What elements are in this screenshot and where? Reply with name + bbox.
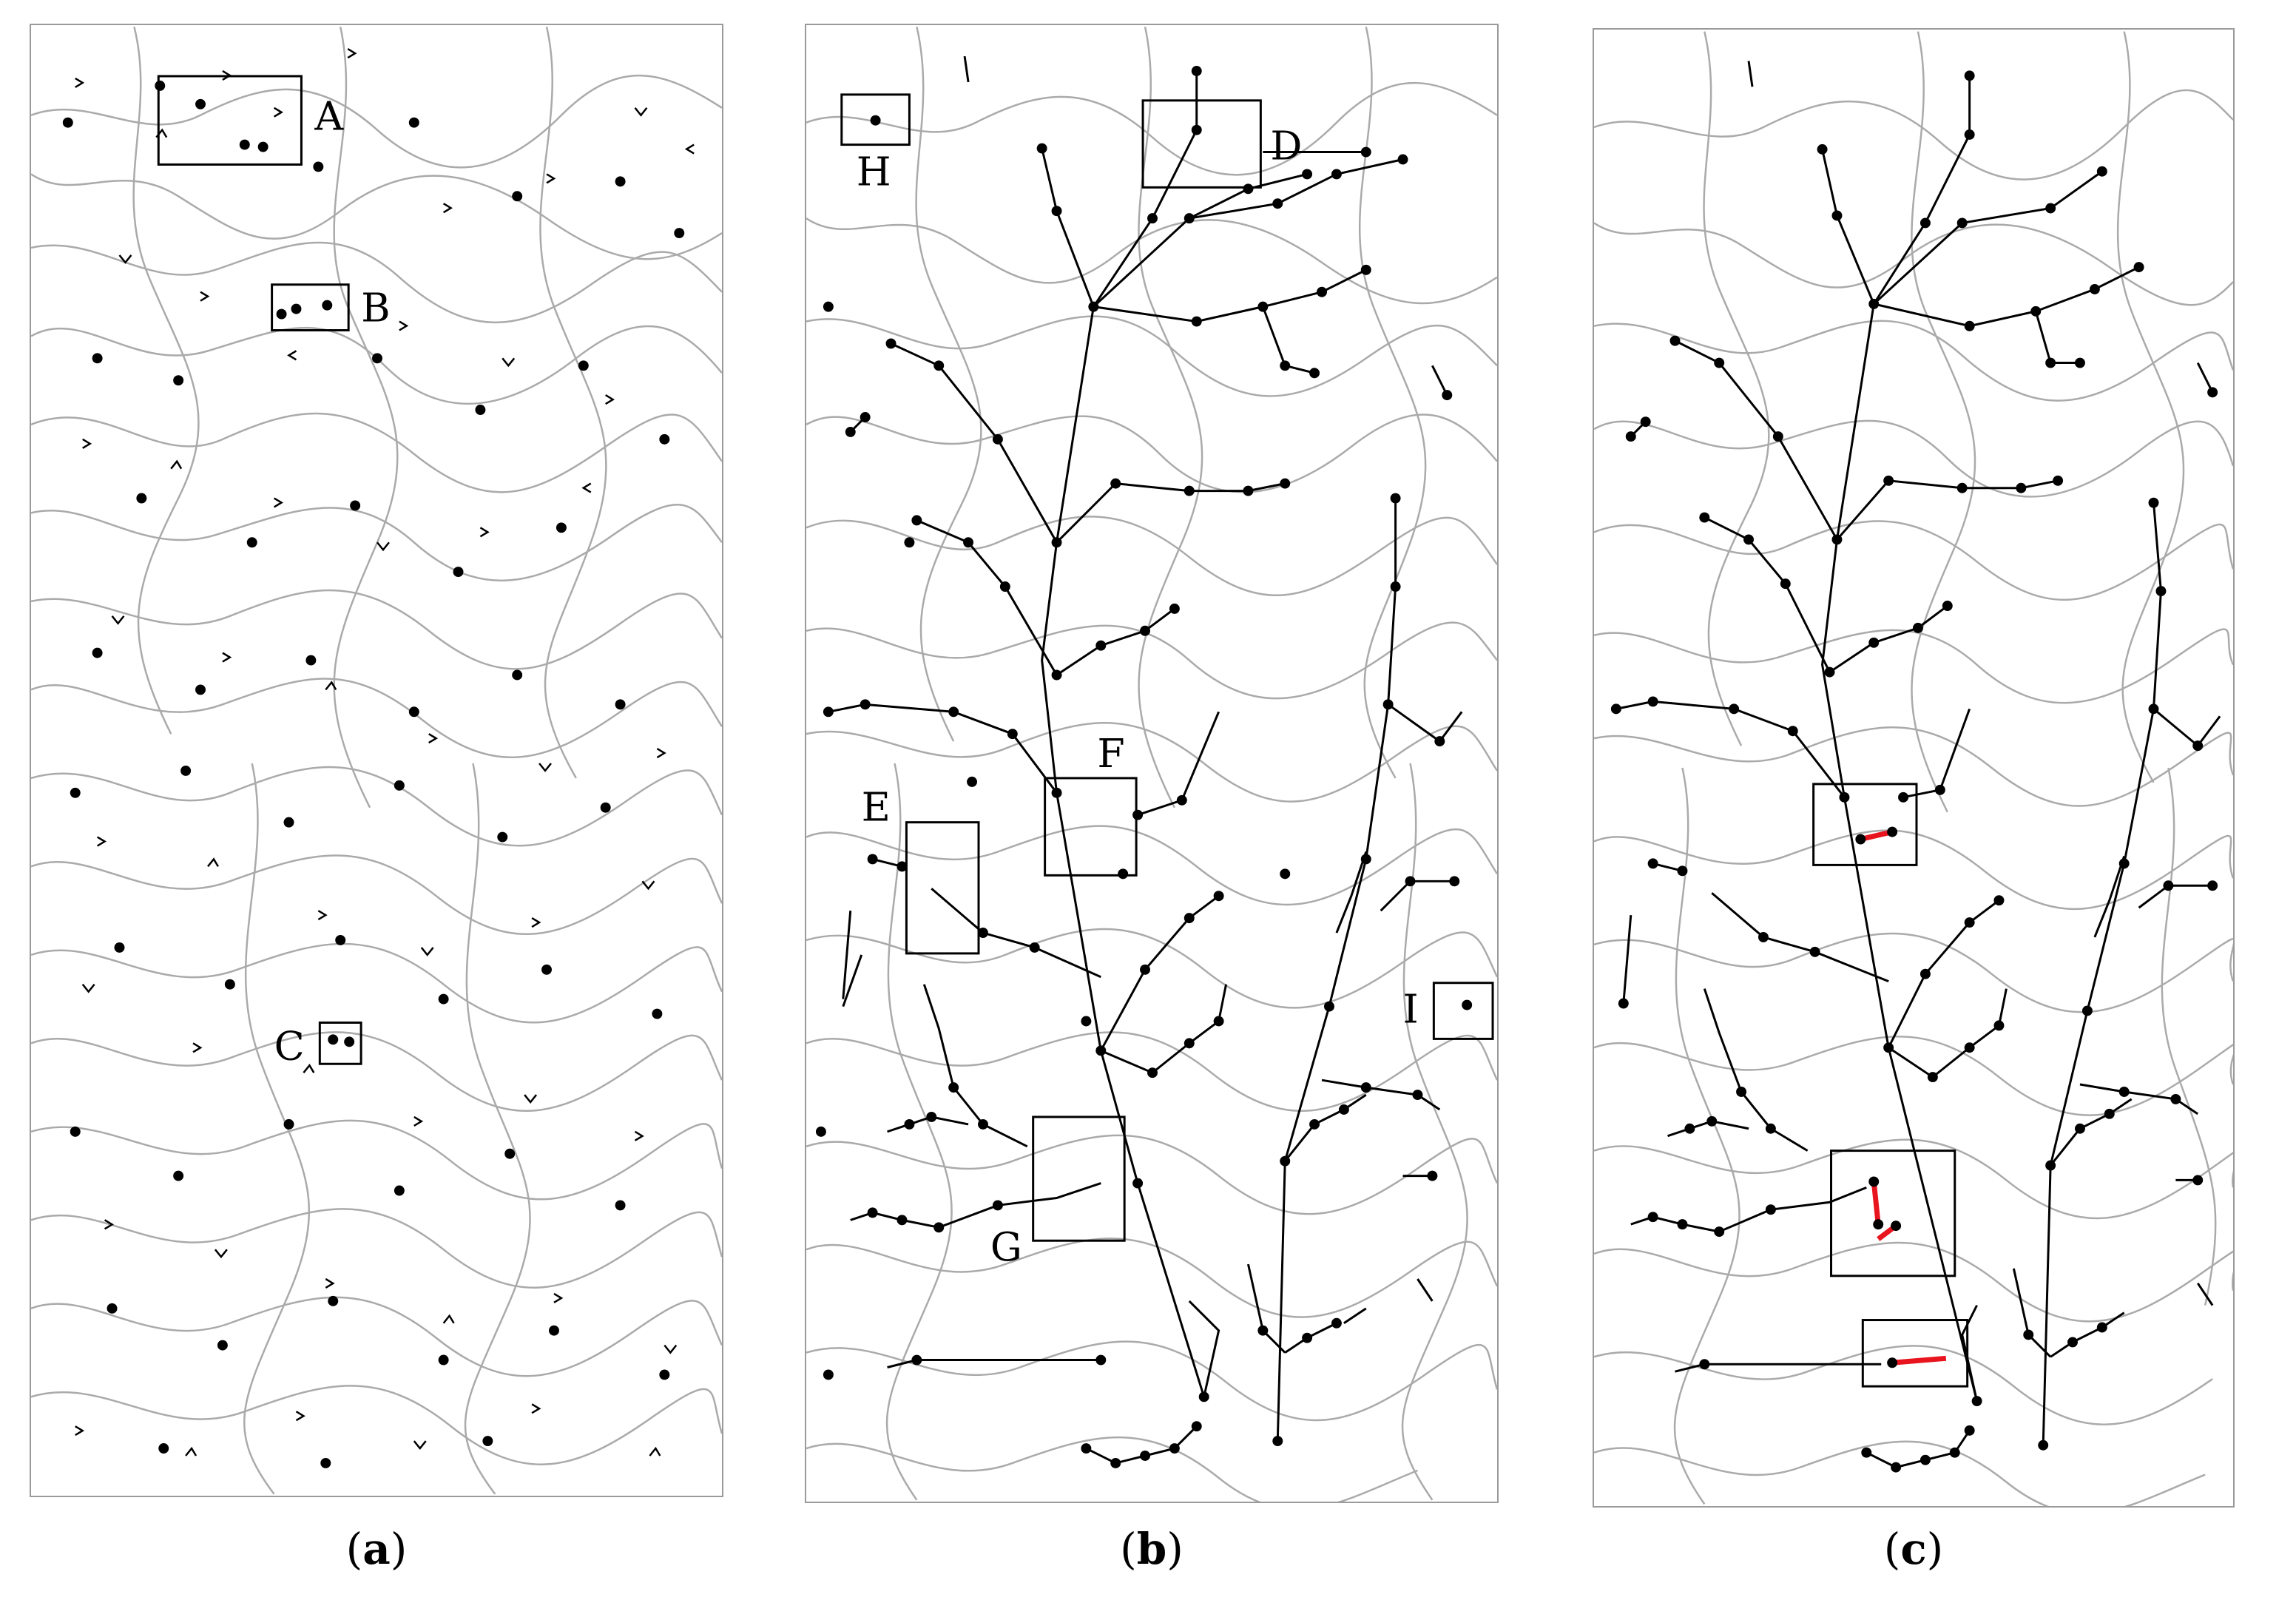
panel-c-corrected-network <box>1593 28 2235 1508</box>
highlight-box-2 <box>1830 1150 1956 1277</box>
box-label-h: H <box>857 148 891 195</box>
box-a <box>157 75 303 166</box>
panel-b-svg: D E F G H I <box>806 26 1497 1502</box>
box-b <box>271 283 350 331</box>
flow-direction-arrows <box>75 48 695 1456</box>
panel-a-svg: A B C <box>31 26 722 1495</box>
box-e <box>905 821 980 955</box>
flow-points <box>62 80 685 1468</box>
box-c-point-1 <box>328 1034 339 1045</box>
box-b-point-1 <box>291 303 302 314</box>
box-i <box>1432 982 1494 1040</box>
box-b-point-2 <box>322 300 333 311</box>
panel-a-flow-directions: A B C <box>30 24 723 1497</box>
contour-lines <box>806 26 1497 1502</box>
box-h-point <box>870 115 881 126</box>
box-c-point-2 <box>344 1036 355 1047</box>
box-h <box>840 93 911 146</box>
box-d <box>1141 99 1262 189</box>
box-g <box>1032 1115 1126 1242</box>
highlighted-edges <box>1860 829 1947 1366</box>
box-label-i: I <box>1403 985 1419 1032</box>
panel-b-network: D E F G H I <box>805 24 1499 1503</box>
box-i-point <box>1462 999 1473 1010</box>
drainage-network-edges <box>1615 61 2221 1469</box>
box-a-point-2 <box>257 141 269 152</box>
box-label-g: G <box>990 1223 1022 1270</box>
box-label-c: C <box>274 1022 305 1069</box>
network-nodes <box>1610 70 2218 1473</box>
box-f <box>1044 777 1138 877</box>
box-label-a: A <box>314 93 344 140</box>
highlight-box-1 <box>1812 783 1918 866</box>
box-label-e: E <box>862 784 891 831</box>
highlight-box-3 <box>1861 1319 1969 1388</box>
contour-lines <box>1594 31 2233 1506</box>
contour-lines <box>31 26 722 1495</box>
network-nodes <box>815 66 1460 1468</box>
caption-c: (c) <box>1883 1524 1944 1574</box>
panel-c-svg <box>1594 31 2233 1506</box>
box-label-f: F <box>1097 730 1124 777</box>
box-label-d: D <box>1270 122 1302 169</box>
box-a-point-1 <box>195 98 206 109</box>
box-label-b: B <box>361 285 391 331</box>
caption-a: (a) <box>345 1524 408 1574</box>
caption-b: (b) <box>1120 1524 1184 1574</box>
box-c <box>318 1021 362 1065</box>
